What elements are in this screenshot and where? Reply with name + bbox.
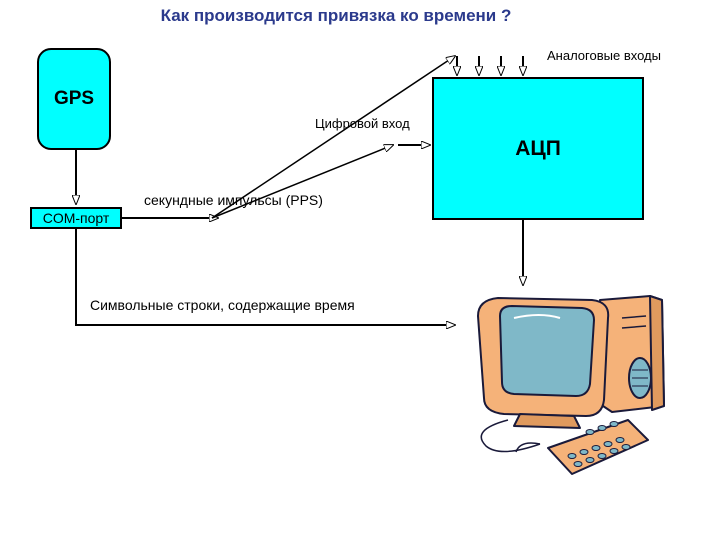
com-to-computer-arrow xyxy=(75,229,455,325)
adc-label: АЦП xyxy=(515,136,561,160)
pps-to-digital-input-line xyxy=(211,145,393,219)
page-title: Как производится привязка ко времени ? xyxy=(160,6,512,25)
analog-inputs-label: Аналоговые входы xyxy=(547,48,661,63)
pps-label: секундные импульсы (PPS) xyxy=(144,192,323,208)
gps-label: GPS xyxy=(53,88,95,109)
time-strings-label: Символьные строки, содержащие время xyxy=(90,297,355,313)
pps-to-analog-input-line xyxy=(211,56,455,219)
keyboard-icon xyxy=(547,419,649,475)
gps-box: GPS xyxy=(37,48,111,150)
adc-box: АЦП xyxy=(432,77,644,220)
com-port-box: COM-порт xyxy=(30,207,122,229)
digital-input-label: Цифровой вход xyxy=(315,116,410,131)
mouse-icon xyxy=(515,442,541,453)
computer-icon xyxy=(477,295,665,453)
com-port-label: COM-порт xyxy=(42,210,110,226)
